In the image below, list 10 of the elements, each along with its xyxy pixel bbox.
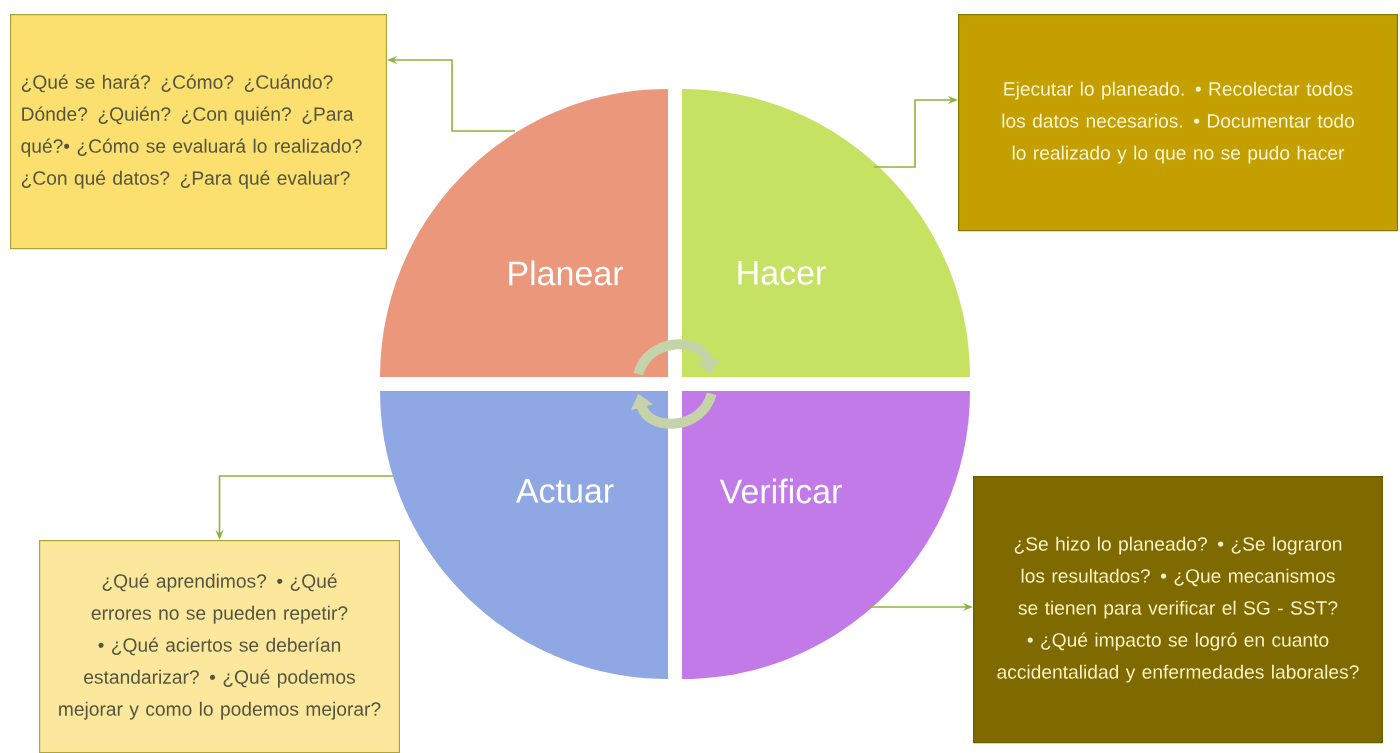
- quadrant-sector: Hacer: [682, 89, 970, 377]
- text-box: ¿Se hizo lo planeado? • ¿Se lograron los resultados? • ¿Que mecanismos se tienen para verificar el SG - SST? • ¿Qué impacto se logró en cuanto accidentalidad y enfermedades laborales?: [973, 476, 1383, 744]
- text-box: ¿Qué aprendimos? • ¿Qué errores no se pueden repetir? • ¿Qué aciertos se deberían estandarizar? • ¿Qué podemos mejorar y como lo podemos mejorar?: [39, 540, 400, 753]
- cycle-arrow: [630, 391, 717, 429]
- text-box: ¿Qué se hará? ¿Cómo? ¿Cuándo? Dónde? ¿Quién? ¿Con quién? ¿Para qué?• ¿Cómo se evaluará lo realizado? ¿Con qué datos? ¿Para qué evaluar?: [10, 14, 387, 250]
- quadrant-sector: Planear: [380, 89, 668, 377]
- text-box: Ejecutar lo planeado. • Recolectar todos los datos necesarios. • Documentar todo lo realizado y lo que no se pudo hacer: [958, 14, 1398, 232]
- cycle-arrow: [633, 339, 720, 376]
- quadrant-sector: Verificar: [682, 391, 970, 679]
- quadrant-sector: Actuar: [380, 391, 668, 679]
